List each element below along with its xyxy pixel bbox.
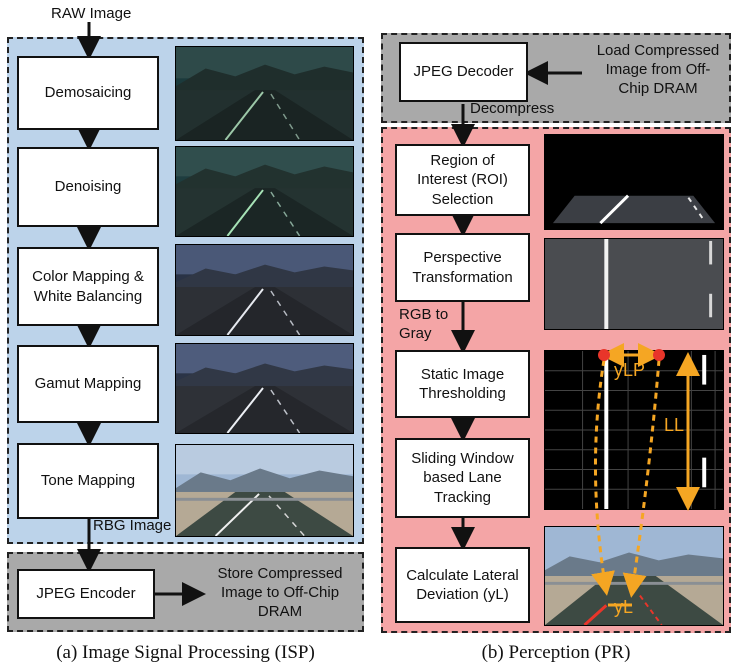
left-lane-point [598, 349, 610, 361]
isp-caption: (a) Image Signal Processing (ISP) [56, 642, 315, 663]
demosaic-road-image [175, 46, 354, 141]
gamut-mapped-road-image [175, 343, 354, 434]
lateral-deviation-block: Calculate Lateral Deviation (yL) [395, 547, 530, 623]
denoising-block: Denoising [17, 147, 159, 227]
jpeg-decoder-block: JPEG Decoder [399, 42, 528, 102]
rbg-image-label: RBG Image [93, 517, 172, 534]
decompress-label: Decompress [470, 100, 555, 117]
color-mapping-block: Color Mapping & White Balancing [17, 247, 159, 326]
roi-selection-block: Region of Interest (ROI) Selection [395, 144, 530, 216]
thresholding-block: Static Image Thresholding [395, 350, 530, 418]
ll-label: LL [664, 415, 685, 435]
load-dram-label: Load Compressed Image from Off- Chip DRA… [596, 42, 720, 97]
jpeg-encoder-block: JPEG Encoder [17, 569, 155, 619]
ylp-label: yLP [614, 360, 646, 380]
demosaicing-block: Demosaicing [17, 56, 159, 130]
raw-image-label: RAW Image [51, 5, 132, 22]
store-dram-label: Store Compressed Image to Off-Chip DRAM [217, 565, 343, 620]
color-mapped-road-image [175, 244, 354, 336]
denoise-road-image [175, 146, 354, 237]
yl-label: yL [614, 597, 634, 617]
right-lane-point [653, 349, 665, 361]
rgb-to-gray-label: RGB to Gray [399, 306, 449, 342]
roi-image [544, 134, 724, 230]
perspective-transform-block: Perspective Transformation [395, 233, 530, 302]
tone-mapping-block: Tone Mapping [17, 443, 159, 519]
gamut-mapping-block: Gamut Mapping [17, 345, 159, 423]
threshold-image [544, 350, 724, 510]
tone-mapped-road-image [175, 444, 354, 537]
pr-caption: (b) Perception (PR) [481, 642, 631, 663]
lane-tracking-block: Sliding Window based Lane Tracking [395, 438, 530, 518]
perspective-image [544, 238, 724, 330]
